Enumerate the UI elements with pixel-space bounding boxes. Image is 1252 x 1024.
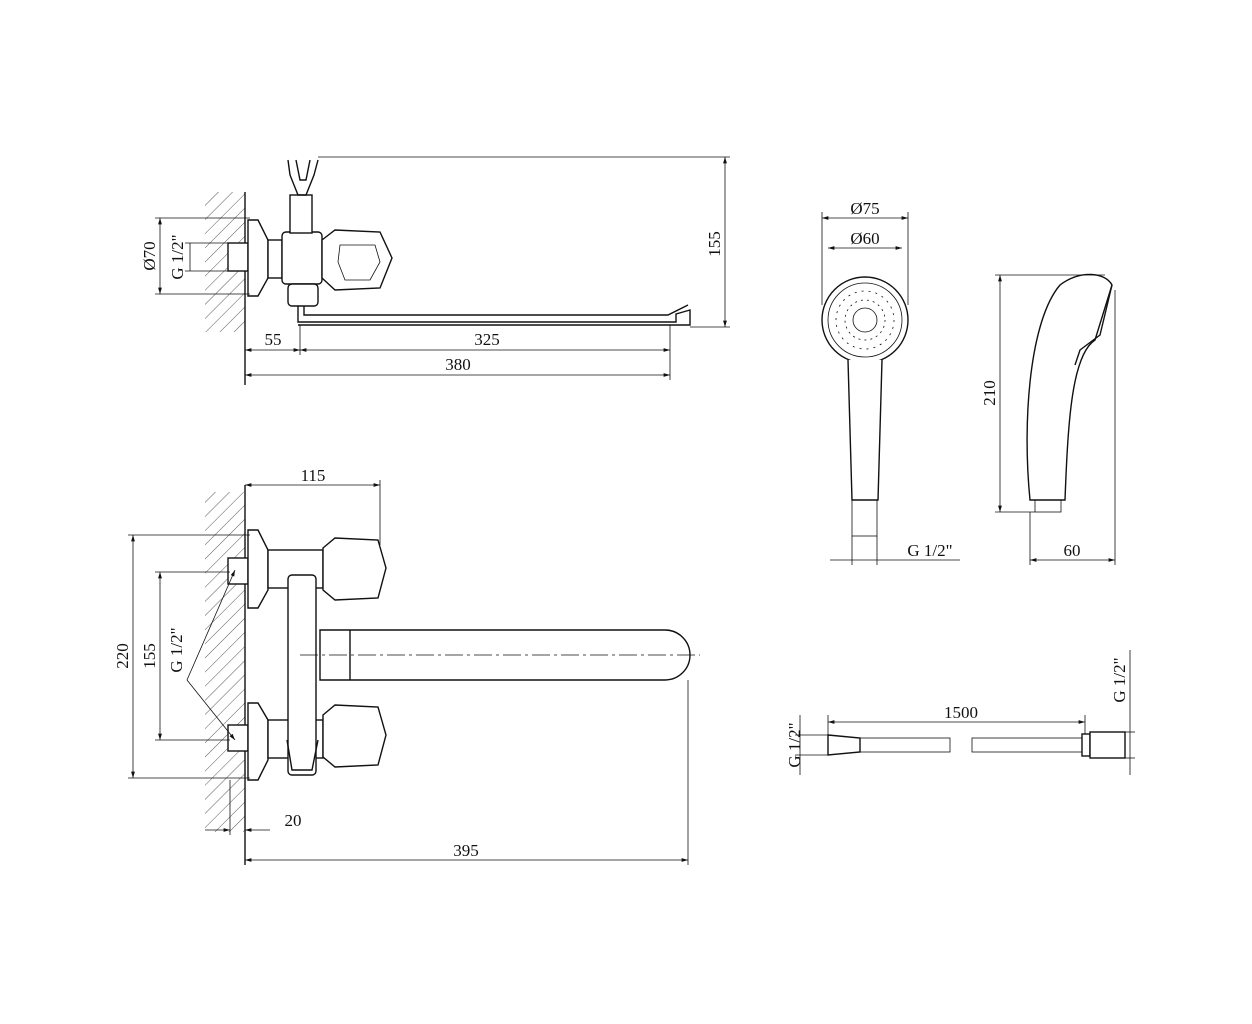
lower-handle: [322, 704, 387, 768]
thread: [851, 499, 878, 537]
shower-holder-icon: [286, 739, 319, 771]
dim-flange-diameter: Ø70: [140, 241, 159, 270]
shower-head-side-view: 210 60: [980, 273, 1116, 565]
dim-thread-left: G 1/2": [785, 722, 804, 767]
dim-spout-reach: 325: [474, 330, 500, 349]
dim-offset: 55: [265, 330, 282, 349]
dim-wall-offset: 20: [285, 811, 302, 830]
hose-nut-left: [827, 734, 861, 756]
body-column: [287, 574, 317, 776]
dim-hose-length: 1500: [944, 703, 978, 722]
dim-handle-width: 115: [301, 466, 326, 485]
handle: [321, 229, 393, 291]
head-outer: [821, 276, 909, 364]
dim-top-height: 155: [705, 231, 724, 257]
top-view: 155 Ø70 G 1/2" 55 325 380: [140, 156, 730, 385]
spout: [297, 306, 691, 326]
shower-head-front-view: Ø75 Ø60 G 1/2": [821, 199, 960, 565]
wall-hatch: [205, 492, 245, 832]
handle: [847, 359, 883, 501]
hose-nut-right: [1089, 731, 1126, 759]
head-side: [1026, 273, 1113, 501]
hose-segment: [859, 737, 951, 753]
dim-width: 60: [1064, 541, 1081, 560]
front-view: 115 220 155 G 1/2" 20 395: [113, 466, 700, 865]
valve-body: [281, 231, 323, 285]
dim-length: 210: [980, 380, 999, 406]
dim-inlet-spacing: 155: [140, 643, 159, 669]
dim-total-length: 395: [453, 841, 479, 860]
dim-thread-right: G 1/2": [1110, 657, 1129, 702]
upper-handle: [322, 537, 387, 601]
dim-thread: G 1/2": [168, 234, 187, 279]
shower-holder-icon: [287, 159, 319, 196]
holder-stem: [289, 194, 313, 234]
flange: [247, 219, 269, 297]
lower-flange: [247, 702, 269, 781]
upper-flange: [247, 529, 269, 609]
inlet-thread: [227, 242, 249, 272]
dim-outer-diameter: Ø75: [850, 199, 879, 218]
dim-total-height: 220: [113, 643, 132, 669]
hose-view: 1500 G 1/2" G 1/2": [785, 650, 1135, 775]
dim-total-length: 380: [445, 355, 471, 374]
hose-segment: [971, 737, 1083, 753]
dim-thread: G 1/2": [907, 541, 952, 560]
dim-inner-diameter: Ø60: [850, 229, 879, 248]
dim-thread: G 1/2": [167, 627, 186, 672]
